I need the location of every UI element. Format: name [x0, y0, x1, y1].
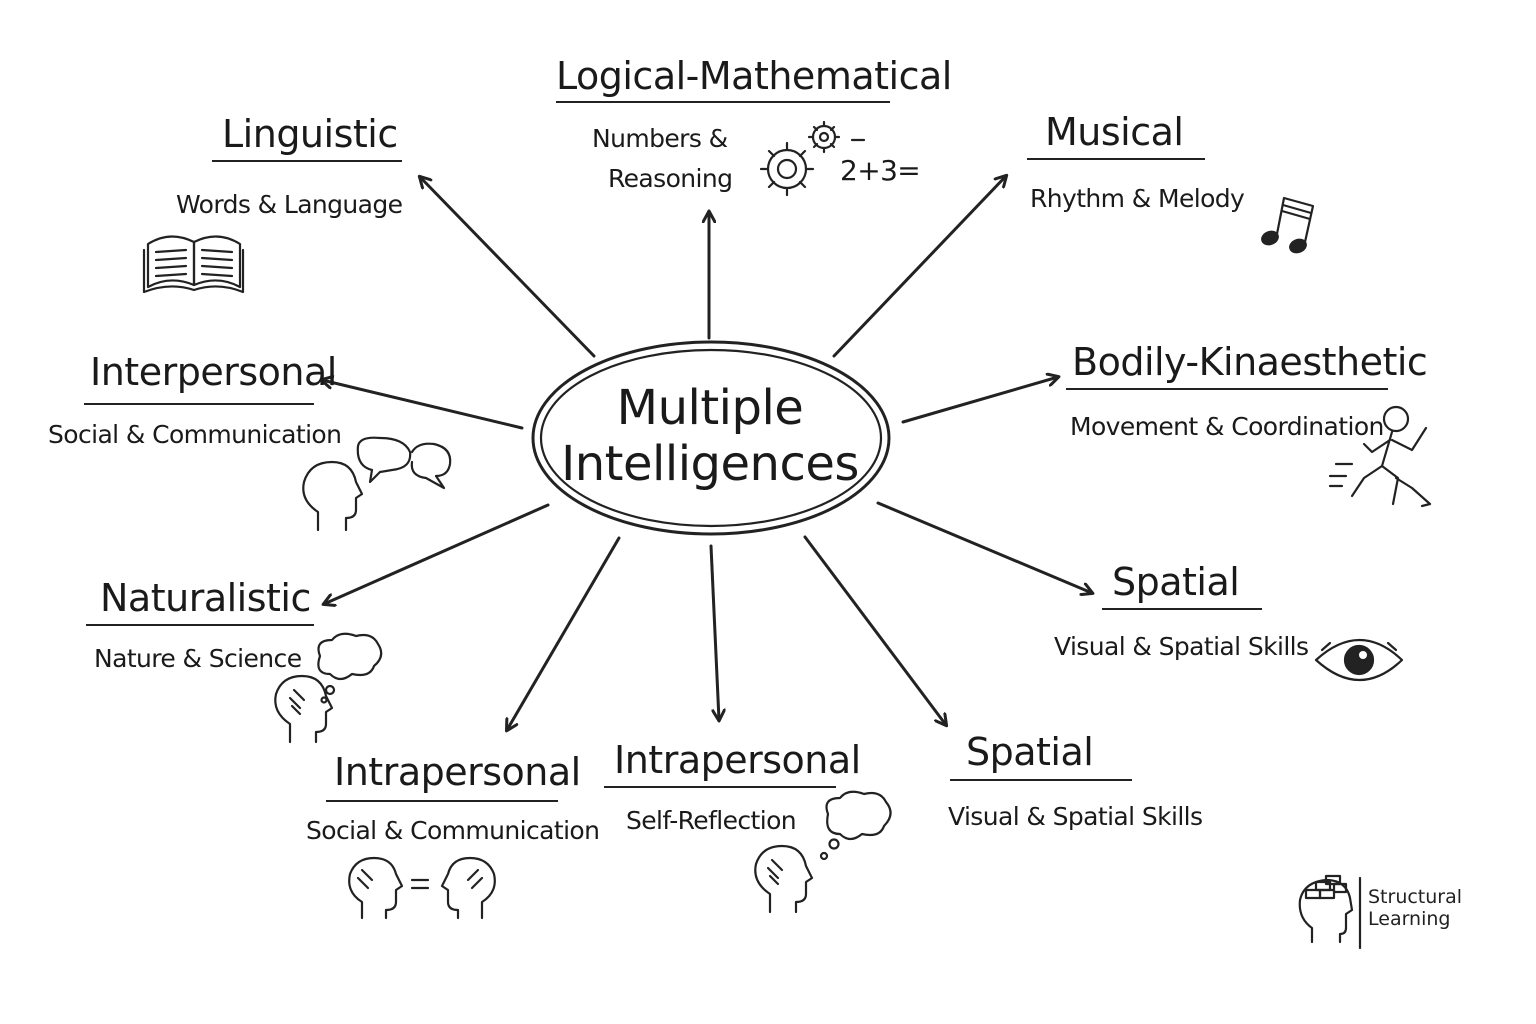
brand-line1: Structural: [1368, 886, 1463, 908]
two-heads-icon: [348, 856, 496, 920]
intrapersonal-left-title: Intrapersonal: [334, 750, 581, 794]
arrow-naturalistic: [324, 503, 550, 604]
arrow-bodily: [901, 377, 1058, 424]
bodily-title: Bodily-Kinaesthetic: [1072, 340, 1428, 384]
brand-line2: Learning: [1368, 908, 1451, 930]
center-title-line1: Multiple: [616, 380, 804, 436]
center-ellipse: [531, 340, 891, 536]
logical-underline: [556, 101, 890, 103]
naturalistic-title: Naturalistic: [100, 576, 311, 620]
bodily-underline: [1066, 388, 1388, 390]
interpersonal-title: Interpersonal: [90, 350, 337, 394]
spatial-bottom-underline: [950, 779, 1132, 781]
linguistic-title: Linguistic: [222, 112, 398, 156]
brand-text: Structural Learning: [1368, 886, 1462, 930]
musical-underline: [1027, 158, 1205, 160]
intrapersonal-left-sub: Social & Communication: [306, 816, 600, 845]
intrapersonal-left-underline: [326, 800, 558, 802]
arrow-intrapersonal-center: [709, 544, 719, 720]
musical-title: Musical: [1045, 110, 1184, 154]
arrow-spatial-right: [876, 501, 1092, 593]
center-title: Multiple Intelligences: [560, 380, 860, 492]
head-thought-cloud-icon: [274, 632, 383, 744]
interpersonal-underline: [84, 403, 314, 405]
center-title-line2: Intelligences: [561, 436, 859, 492]
arrow-musical: [832, 176, 1006, 358]
logical-equation: 2+3=: [840, 154, 921, 187]
interpersonal-sub: Social & Communication: [48, 420, 342, 449]
arrow-spatial-bottom: [803, 535, 946, 725]
spatial-right-sub: Visual & Spatial Skills: [1054, 632, 1309, 661]
intrapersonal-center-sub: Self-Reflection: [626, 806, 797, 835]
brand-logo-icon: [1298, 874, 1362, 950]
gears-icon: [759, 120, 866, 197]
head-speech-bubbles-icon: [302, 436, 452, 532]
logical-sub-line2: Reasoning: [608, 164, 733, 193]
intrapersonal-center-underline: [604, 786, 836, 788]
naturalistic-sub: Nature & Science: [94, 644, 302, 673]
bodily-sub: Movement & Coordination: [1070, 412, 1384, 441]
intrapersonal-center-title: Intrapersonal: [614, 738, 861, 782]
music-note-icon: [1261, 196, 1315, 254]
logical-title: Logical-Mathematical: [556, 54, 952, 98]
spatial-bottom-sub: Visual & Spatial Skills: [948, 802, 1203, 831]
linguistic-sub: Words & Language: [176, 190, 403, 219]
logical-sub-line1: Numbers &: [592, 124, 728, 153]
naturalistic-underline: [86, 624, 314, 626]
open-book-icon: [142, 235, 245, 294]
spatial-right-underline: [1102, 608, 1262, 610]
arrow-linguistic: [420, 177, 596, 358]
running-person-icon: [1328, 405, 1432, 508]
musical-sub: Rhythm & Melody: [1030, 184, 1245, 213]
spatial-right-title: Spatial: [1112, 560, 1240, 604]
arrow-interpersonal: [322, 380, 524, 430]
eye-icon: [1314, 639, 1404, 681]
spatial-bottom-title: Spatial: [966, 730, 1094, 774]
linguistic-underline: [212, 160, 402, 162]
arrow-intrapersonal-left: [507, 536, 621, 730]
head-thought-cloud-icon: [754, 790, 892, 914]
